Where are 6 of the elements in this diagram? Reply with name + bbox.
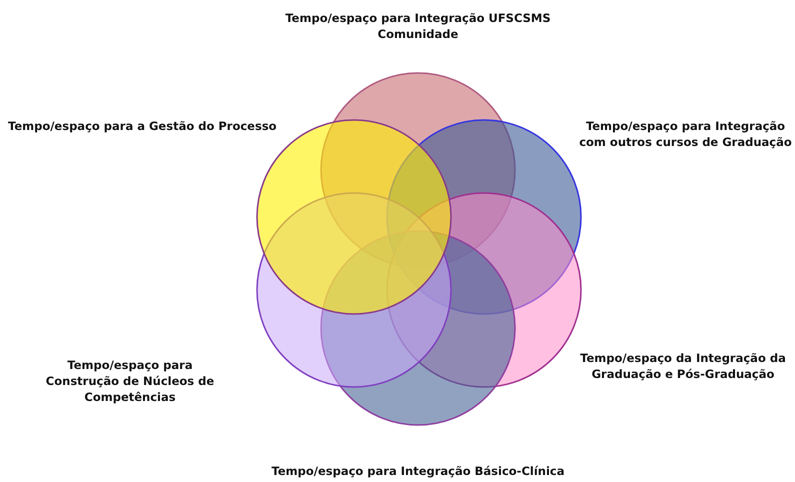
circle-caption: Tempo/espaço para Integração UFSCSMS Comunidade bbox=[284, 10, 552, 42]
circle-caption: Tempo/espaço para Integração com outros cursos de Graduação bbox=[578, 118, 793, 150]
circle-caption: Tempo/espaço da Integração da Graduação e Pós-Graduação bbox=[579, 350, 787, 382]
circle-caption: Tempo/espaço para Integração Básico-Clínica bbox=[270, 463, 566, 479]
circle-caption: Tempo/espaço para Construção de Núcleos de Competências bbox=[44, 357, 216, 405]
circle-caption: Tempo/espaço para a Gestão do Processo bbox=[8, 118, 278, 134]
